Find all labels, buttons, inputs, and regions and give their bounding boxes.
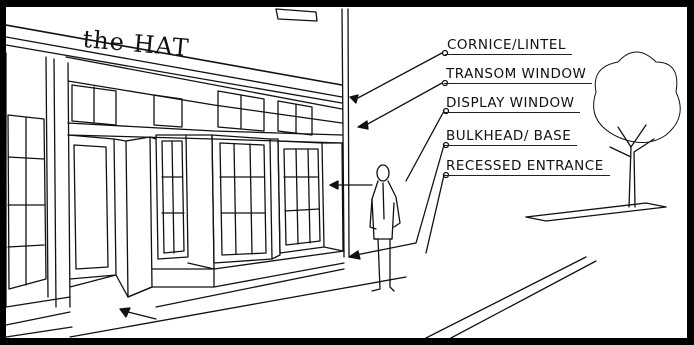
label-bulkhead-base: BULKHEAD/ BASE bbox=[446, 128, 571, 144]
label-cornice-lintel: CORNICE/LINTEL bbox=[447, 37, 566, 53]
label-display-window: DISPLAY WINDOW bbox=[446, 95, 574, 111]
label-transom-window: TRANSOM WINDOW bbox=[446, 66, 586, 82]
storefront-sketch: the HAT CORNICE/LINTEL TRANSOM WINDOW DI… bbox=[6, 7, 687, 338]
label-recessed-entrance: RECESSED ENTRANCE bbox=[446, 158, 604, 174]
